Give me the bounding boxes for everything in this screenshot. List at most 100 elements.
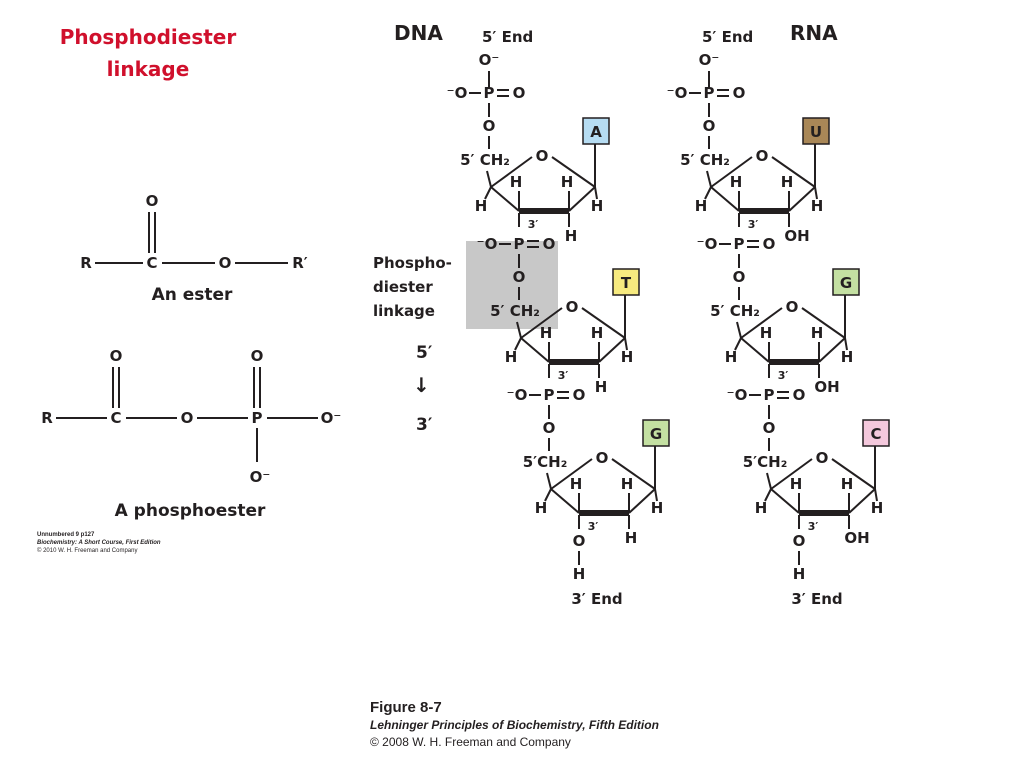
rna-unit-1-phosphoryl-oxygen: O — [733, 84, 746, 102]
dna-unit-2-h-c2-up: H — [591, 324, 604, 342]
rna-unit-2-bond-c4-c3 — [740, 337, 770, 363]
dna-label: DNA — [394, 21, 443, 45]
rna-3-prime-end: 3′ End — [791, 590, 842, 608]
rna-unit-1-bond-ch2-c4 — [706, 170, 712, 188]
rna-unit-1-h-c4: H — [695, 197, 708, 215]
rna-unit-1-3-prime-label: 3′ — [748, 218, 759, 231]
ester-carbon: C — [146, 254, 157, 272]
dna-unit-2-h-c4: H — [505, 348, 518, 366]
dna-3-prime-end: 3′ End — [571, 590, 622, 608]
rna-unit-2-bond-c1-h — [844, 337, 848, 351]
dna-unit-2-3-prime-label: 3′ — [558, 369, 569, 382]
dna-unit-2-minus-oxygen: ⁻O — [477, 235, 498, 253]
rna-unit-2-base-box — [832, 268, 860, 296]
rna-3-prime-oxygen: O — [793, 532, 806, 550]
rna-unit-2-bond-o4-c1 — [801, 307, 846, 339]
dna-unit-3-phosphoryl-oxygen: O — [573, 386, 586, 404]
rna-unit-2-bond-ch2-c4 — [736, 321, 742, 339]
phosphoester-carbonyl-oxygen: O — [110, 347, 123, 365]
dna-unit-2-bond-c4-o4 — [520, 307, 563, 339]
rna-unit-1-h-c2-up: H — [781, 173, 794, 191]
dna-unit-3-h-c3-up: H — [570, 475, 583, 493]
rna-unit-1-bond-c4-o4 — [710, 156, 753, 188]
dna-unit-2-bond-c1-h — [624, 337, 628, 351]
rna-unit-3-minus-oxygen: ⁻O — [727, 386, 748, 404]
dna-unit-1-bond-c4-h — [484, 186, 492, 200]
rna-unit-3-3-prime-label: 3′ — [808, 520, 819, 533]
rna-unit-3-h-c1: H — [871, 499, 884, 517]
dna-3-prime-oxygen: O — [573, 532, 586, 550]
rna-unit-1-h-c1: H — [811, 197, 824, 215]
rna-unit-2-bond-c4-h — [734, 337, 742, 351]
ester-r-prime: R′ — [292, 254, 308, 272]
rna-unit-3-bond-c1-c2 — [848, 488, 876, 514]
rna-unit-2-phosphorus: P — [734, 235, 745, 253]
rna-unit-1-bond-c4-c3 — [710, 186, 740, 212]
rna-unit-3-h-c3-up: H — [790, 475, 803, 493]
dna-unit-1-phosphorus: P — [484, 84, 495, 102]
dna-unit-1-h-c4: H — [475, 197, 488, 215]
dna-unit-2-bond-ch2-c4 — [516, 321, 522, 339]
dna-unit-3-5-prime-ch2: 5′CH₂ — [523, 453, 568, 471]
ester-structure: O R C O R′ An ester — [80, 192, 308, 305]
dna-unit-3-3-prime-label: 3′ — [588, 520, 599, 533]
ester-top-oxygen: O — [146, 192, 159, 210]
dna-unit-2-phosphoryl-oxygen: O — [543, 235, 556, 253]
dna-3-prime-hydrogen: H — [573, 565, 586, 583]
dna-unit-3-phosphorus: P — [544, 386, 555, 404]
title-line-1: Phosphodiester — [60, 25, 237, 49]
rna-unit-3-phosphoryl-oxygen: O — [793, 386, 806, 404]
rna-unit-3-ester-oxygen: O — [763, 419, 776, 437]
rna-label: RNA — [790, 21, 838, 45]
dna-unit-1-base-letter: A — [590, 123, 602, 141]
dna-unit-3-h-c4: H — [535, 499, 548, 517]
linkage-label-line-3: linkage — [373, 302, 435, 320]
rna-unit-1-minus-oxygen: ⁻O — [667, 84, 688, 102]
dna-unit-3-bond-c4-c3 — [550, 488, 580, 514]
dna-unit-2-ester-oxygen: O — [513, 268, 526, 286]
rna-unit-1-base-letter: U — [810, 123, 822, 141]
dna-unit-1-bond-o4-c1 — [551, 156, 596, 188]
title-line-2: linkage — [107, 57, 190, 81]
linkage-highlight-box — [466, 241, 558, 329]
linkage-label-line-1: Phospho- — [373, 254, 452, 272]
rna-unit-3-base-box — [862, 419, 890, 447]
rna-unit-3-bond-c4-h — [764, 488, 772, 502]
dna-unit-1-terminal-o-minus: O⁻ — [479, 51, 500, 69]
rna-3-prime-hydrogen: H — [793, 565, 806, 583]
rna-unit-1-oh-2-prime: OH — [784, 227, 809, 245]
rna-unit-2-ester-oxygen: O — [733, 268, 746, 286]
rna-5-prime-end: 5′ End — [702, 28, 753, 46]
dna-unit-2-bond-o4-c1 — [581, 307, 626, 339]
dna-unit-2-phosphorus: P — [514, 235, 525, 253]
phosphoester-caption: A phosphoester — [115, 501, 266, 521]
rna-unit-2-bond-c1-c2 — [818, 337, 846, 363]
rna-unit-3-5-prime-ch2: 5′CH₂ — [743, 453, 788, 471]
dna-unit-3-base-letter: G — [650, 425, 662, 443]
rna-unit-2-ring-oxygen: O — [786, 298, 799, 316]
small-credit-line-3: © 2010 W. H. Freeman and Company — [37, 547, 137, 554]
rna-unit-3-ring-oxygen: O — [816, 449, 829, 467]
dna-unit-1-h-c2-up: H — [561, 173, 574, 191]
dna-unit-2-bond-c1-c2 — [598, 337, 626, 363]
dna-unit-1-h-c1: H — [591, 197, 604, 215]
rna-unit-1-phosphorus: P — [704, 84, 715, 102]
dna-unit-1-bond-c1-h — [594, 186, 598, 200]
rna-unit-3-bond-c1-h — [874, 488, 878, 502]
direction-5-prime: 5′ — [416, 343, 433, 363]
ester-caption: An ester — [152, 285, 233, 305]
dna-unit-3-bond-c1-c2 — [628, 488, 656, 514]
dna-unit-2-bond-c4-c3 — [520, 337, 550, 363]
rna-unit-1-bond-c1-c2 — [788, 186, 816, 212]
dna-unit-1-3-prime-label: 3′ — [528, 218, 539, 231]
rna-unit-1-ester-oxygen: O — [703, 117, 716, 135]
dna-unit-2-5-prime-ch2: 5′ CH₂ — [490, 302, 540, 320]
rna-unit-2-oh-2-prime: OH — [814, 378, 839, 396]
rna-unit-1-h-c3-up: H — [730, 173, 743, 191]
rna-unit-2-h-c2-up: H — [811, 324, 824, 342]
rna-unit-3-bond-c4-o4 — [770, 458, 813, 490]
dna-unit-1-bond-c4-o4 — [490, 156, 533, 188]
rna-unit-1-5-prime-ch2: 5′ CH₂ — [680, 151, 730, 169]
rna-unit-2-h-c1: H — [841, 348, 854, 366]
